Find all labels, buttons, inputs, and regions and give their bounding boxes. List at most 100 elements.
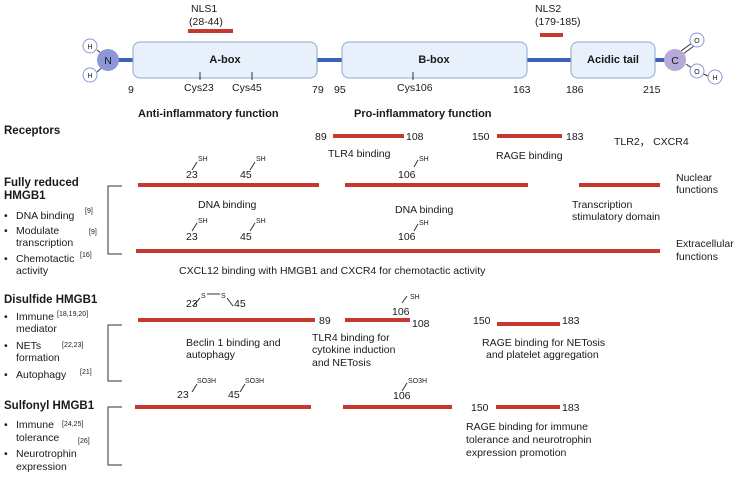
cys45-label: Cys45: [232, 82, 262, 94]
fr-ex-pos-23: 23: [186, 231, 198, 243]
sf-rage-3: expression promotion: [466, 447, 567, 459]
bullet-dot: •: [4, 253, 8, 265]
ds-beclin-2: autophagy: [186, 349, 236, 361]
fr-pos-23: 23: [186, 169, 198, 181]
fr-item-chemotactic-ref: [16]: [80, 252, 92, 259]
sf-pos-150: 150: [471, 402, 489, 414]
fr-sh-106: SH: [419, 156, 429, 163]
acidic-tail-label: Acidic tail: [587, 54, 639, 66]
bullet-dot: •: [4, 369, 8, 381]
ds-rage-1: RAGE binding for NETosis: [482, 337, 605, 349]
ds-pos-45: 45: [234, 298, 246, 310]
receptor-tlr4-label: TLR4 binding: [328, 148, 391, 160]
c-o2-text: O: [694, 69, 700, 76]
cys23-label: Cys23: [184, 82, 214, 94]
bullet-dot: •: [4, 210, 8, 222]
c-terminus-h-icon: [707, 69, 723, 85]
fr-ex-pos-106: 106: [398, 231, 416, 243]
fr-item-chemotactic-2: activity: [16, 265, 49, 277]
fr-sh-23: SH: [198, 156, 208, 163]
ds-item-immune-2: mediator: [16, 323, 57, 335]
ds-item-autophagy-ref: [21]: [80, 369, 92, 376]
fr-extracellular-1: Extracellular: [676, 238, 734, 250]
ds-tlr4-1: TLR4 binding for: [312, 332, 390, 344]
receptor-rage-start: 150: [472, 131, 490, 143]
pos-79: 79: [312, 84, 324, 96]
receptor-other: TLR2， CXCR4: [614, 136, 689, 148]
nls2-range: (179-185): [535, 16, 581, 28]
ds-pos-89: 89: [319, 315, 331, 327]
ds-item-autophagy: Autophagy: [16, 369, 67, 381]
ds-pos-106: 106: [392, 306, 410, 318]
ds-item-immune-ref: [18,19,20]: [57, 311, 88, 318]
n-h2-text: H: [87, 73, 92, 80]
ds-s2: S: [221, 293, 226, 300]
n-terminus-h1-icon: [82, 38, 98, 54]
fr-dna-binding-a: DNA binding: [198, 199, 257, 211]
fr-ex-sh-23: SH: [198, 218, 208, 225]
fr-transcription-2: stimulatory domain: [572, 211, 660, 223]
acidic-tail-domain: [570, 41, 656, 79]
fr-item-dna-ref: [9]: [85, 208, 93, 215]
nls1-name: NLS1: [191, 3, 217, 15]
fr-nuclear-1: Nuclear: [676, 172, 713, 184]
pos-163: 163: [513, 84, 531, 96]
receptor-tlr4-end: 108: [406, 131, 424, 143]
b-box-label: B-box: [418, 54, 450, 66]
disulfide-bracket: [107, 324, 122, 382]
sf-item-immune-ref-a: [24,25]: [62, 421, 83, 428]
ds-item-nets-ref: [22,23]: [62, 342, 83, 349]
pro-inflammatory-label: Pro-inflammatory function: [354, 108, 492, 120]
c-terminus-icon: [664, 49, 686, 71]
sf-pos-106: 106: [393, 390, 411, 402]
n-terminus-h2-icon: [82, 67, 98, 83]
fr-extracellular-2: functions: [676, 251, 718, 263]
pos-9: 9: [128, 84, 134, 96]
fr-ex-pos-45: 45: [240, 231, 252, 243]
fr-item-dna: DNA binding: [16, 210, 75, 222]
ds-rage-2: and platelet aggregation: [486, 349, 599, 361]
bullet-dot: •: [4, 225, 8, 237]
ds-tlr4-3: and NETosis: [312, 357, 371, 369]
pos-95: 95: [334, 84, 346, 96]
ds-tlr4-2: cytokine induction: [312, 344, 396, 356]
bullet-dot: •: [4, 340, 8, 352]
pos-215: 215: [643, 84, 661, 96]
sf-item-neuro-2: expression: [16, 461, 67, 473]
ds-pos-150: 150: [473, 315, 491, 327]
fr-sh-45: SH: [256, 156, 266, 163]
ds-pos-108: 108: [412, 318, 430, 330]
fr-pos-45: 45: [240, 169, 252, 181]
c-h-text: H: [712, 75, 717, 82]
receptor-tlr4-start: 89: [315, 131, 327, 143]
sf-item-immune-ref-b: [26]: [78, 438, 90, 445]
sf-item-immune-2: tolerance: [16, 432, 59, 444]
receptor-rage-label: RAGE binding: [496, 150, 563, 162]
fully-reduced-title-2: HMGB1: [4, 190, 46, 202]
fr-item-modulate-ref: [9]: [89, 229, 97, 236]
c-terminus-text: C: [671, 55, 679, 67]
ds-s1: S: [201, 293, 206, 300]
sf-rage-2: tolerance and neurotrophin: [466, 434, 592, 446]
sf-so3h-23: SO3H: [197, 378, 216, 385]
bullet-dot: •: [4, 311, 8, 323]
ds-pos-23: 23: [186, 298, 198, 310]
sf-so3h-45: SO3H: [245, 378, 264, 385]
sf-item-immune-1: Immune: [16, 419, 54, 431]
fully-reduced-title-1: Fully reduced: [4, 177, 79, 189]
pos-186: 186: [566, 84, 584, 96]
ds-item-immune-1: Immune: [16, 311, 54, 323]
fr-pos-106: 106: [398, 169, 416, 181]
fr-transcription-1: Transcription: [572, 199, 632, 211]
fr-ex-sh-106: SH: [419, 220, 429, 227]
receptors-title: Receptors: [4, 125, 60, 137]
fully-reduced-bracket: [107, 185, 122, 255]
c-terminus-o2-icon: [689, 63, 705, 79]
sf-pos-45: 45: [228, 389, 240, 401]
b-box-domain: [341, 41, 528, 79]
fr-item-chemotactic-1: Chemotactic: [16, 253, 74, 265]
ds-beclin-1: Beclin 1 binding and: [186, 337, 281, 349]
fr-nuclear-2: functions: [676, 184, 718, 196]
sf-pos-23: 23: [177, 389, 189, 401]
